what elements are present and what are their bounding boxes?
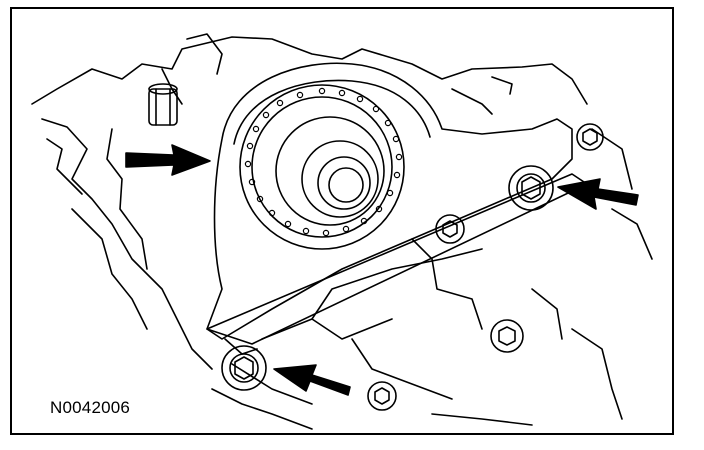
- seal-hole-ring: [244, 87, 403, 237]
- bolt-lower-right: [490, 319, 524, 353]
- dowel-pin: [148, 83, 178, 126]
- bolt-upper-right: [508, 165, 554, 211]
- arrow-seal-retainer-icon: [125, 144, 211, 176]
- figure-frame: N0042006: [10, 7, 674, 435]
- bolt-top-right: [576, 123, 604, 151]
- seal-retainer-plate: [206, 62, 573, 355]
- bolt-lower-left: [221, 345, 267, 391]
- arrow-lower-bolt-icon: [273, 364, 351, 396]
- lower-rail: [206, 173, 588, 405]
- rear-main-seal: [239, 84, 405, 250]
- arrow-upper-bolt-icon: [557, 178, 639, 210]
- figure-id-label: N0042006: [50, 398, 131, 417]
- bolt-center: [435, 214, 465, 244]
- bolt-bottom-center: [367, 381, 397, 411]
- engine-illustration: [31, 33, 653, 430]
- engine-block-outline: [31, 33, 653, 430]
